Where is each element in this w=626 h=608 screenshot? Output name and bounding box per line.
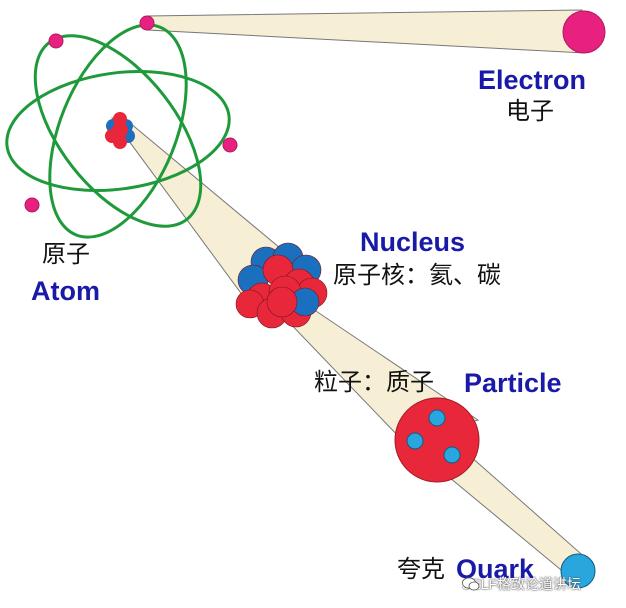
orbit-ring <box>5 69 231 193</box>
electron-label-en: Electron <box>478 65 587 95</box>
quark-dot <box>428 409 446 427</box>
electron-large <box>562 10 606 54</box>
nucleus-large <box>235 242 328 329</box>
particle-label-en: Particle <box>464 368 562 398</box>
electron-zoom-beam <box>146 9 586 54</box>
watermark-text: SELF格致论道讲坛 <box>462 576 582 592</box>
atom-label-zh: 原子 <box>42 240 90 268</box>
electron-dot <box>139 15 155 31</box>
electron-dot <box>24 197 40 213</box>
atom-nucleus <box>105 112 135 149</box>
electron-label-zh: 电子 <box>506 97 554 125</box>
watermark: SELF格致论道讲坛 <box>462 577 581 591</box>
orbit-ring <box>48 23 188 239</box>
quark-dot <box>406 432 424 450</box>
nucleus-label-zh: 原子核：氦、碳 <box>333 261 501 289</box>
electron-dot <box>222 137 238 153</box>
proton <box>394 397 480 483</box>
nucleus-label-en: Nucleus <box>360 227 466 257</box>
particle-label-zh: 粒子：质子 <box>314 368 434 396</box>
electron-dot <box>48 33 64 49</box>
quark-dot <box>443 446 461 464</box>
atom-label-en: Atom <box>31 276 100 306</box>
quark-label-zh: 夸克 <box>397 555 445 583</box>
atom-electrons <box>24 15 238 213</box>
quark-large <box>560 553 596 589</box>
wechat-icon <box>462 577 480 591</box>
